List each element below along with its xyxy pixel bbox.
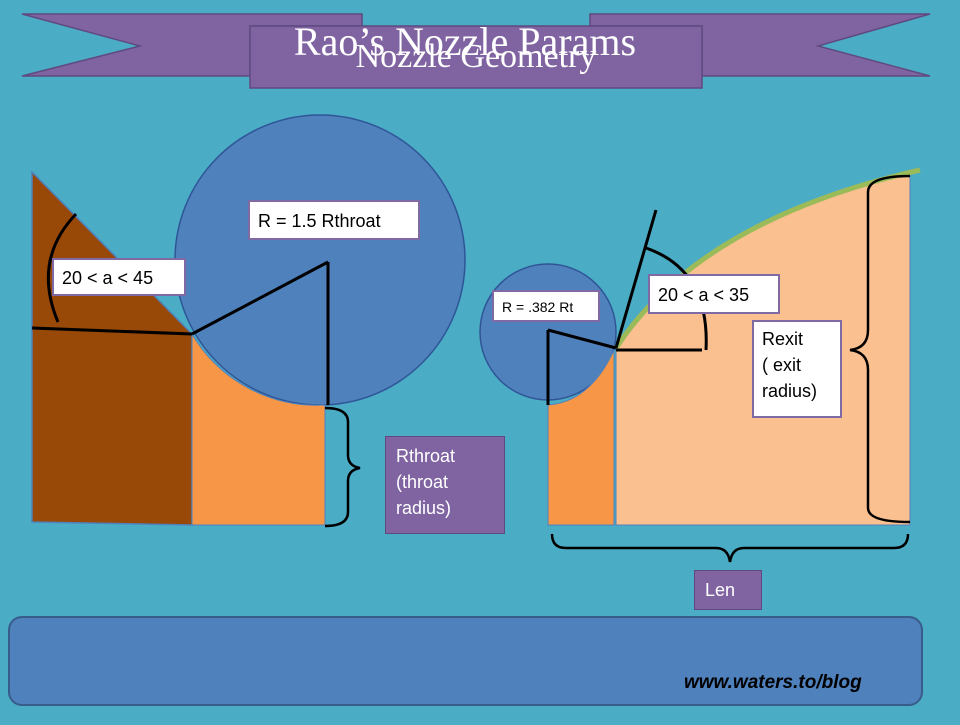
page-title: Nozzle Geometry: [355, 38, 597, 75]
exit-brace: [849, 174, 911, 524]
entry-radius-label: R = 1.5 Rthroat: [248, 200, 420, 240]
footer-url[interactable]: www.waters.to/blog: [684, 672, 862, 693]
banner-center: [249, 25, 703, 89]
exit-radius-line1: Rexit: [762, 329, 804, 349]
entry-angle-label: 20 < a < 45: [52, 258, 186, 296]
throat-radius-line2: (throat: [396, 472, 449, 492]
entry-reference-line: [31, 326, 193, 336]
entry-angle-arc: [46, 212, 78, 323]
entry-radius-line: [191, 260, 329, 336]
throat-brace: [324, 406, 361, 528]
footer-banner: [8, 616, 923, 706]
throat-radius-line1: Rthroat: [396, 446, 456, 466]
exit-throat-region: [547, 349, 615, 526]
entry-circle: [174, 114, 466, 406]
exit-angle-line: [614, 209, 658, 349]
throat-radius-line3: radius): [396, 498, 452, 518]
title-banner: [21, 13, 931, 89]
exit-radius-line3: radius): [762, 381, 818, 401]
bell-contour: [613, 167, 921, 350]
exit-section: [479, 167, 921, 563]
exit-radius-line2: ( exit: [762, 355, 802, 375]
throat-region: [191, 332, 326, 526]
exit-curve-radius-label: R = .382 Rt: [492, 290, 600, 322]
throat-radius-label: Rthroat (throat radius): [385, 436, 505, 534]
converging-wall: [31, 170, 193, 526]
exit-radius-label: Rexit ( exit radius): [752, 320, 842, 418]
length-brace: [550, 533, 910, 563]
exit-radius-line: [547, 328, 617, 350]
length-label: Len: [694, 570, 762, 610]
footer-title: Rao’s Nozzle Params: [293, 19, 637, 64]
exit-angle-label: 20 < a < 35: [648, 274, 780, 314]
